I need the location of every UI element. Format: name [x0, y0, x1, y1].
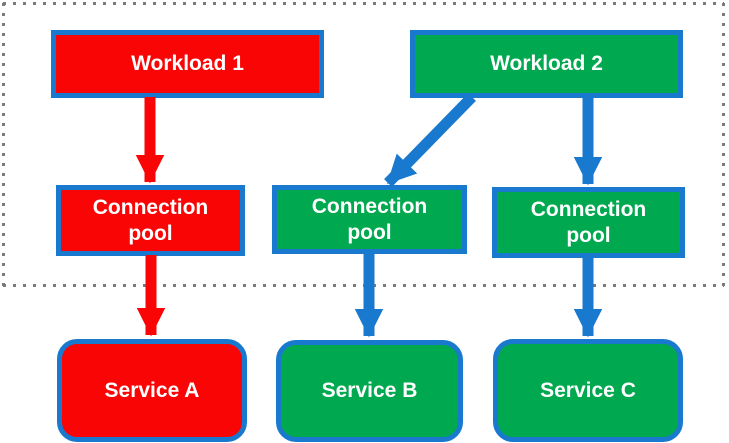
- node-connection-pool-b-label: Connection pool: [311, 194, 428, 244]
- node-service-c-label: Service C: [540, 378, 636, 402]
- node-service-b-label: Service B: [321, 379, 418, 402]
- node-connection-pool-c: Connection pool: [492, 187, 685, 258]
- node-workload-1: Workload 1: [51, 30, 324, 98]
- node-service-b: Service B: [276, 340, 463, 442]
- node-workload-1-label: Workload 1: [131, 52, 244, 75]
- trust-boundary-right-edge: [722, 3, 725, 286]
- node-service-a-label: Service A: [104, 378, 200, 402]
- node-connection-pool-a: Connection pool: [56, 185, 245, 256]
- trust-boundary-top-edge: [3, 2, 724, 5]
- node-service-a: Service A: [57, 339, 247, 442]
- node-connection-pool-b: Connection pool: [272, 185, 467, 254]
- node-connection-pool-a-label: Connection pool: [92, 195, 209, 245]
- trust-boundary-bottom-edge: [3, 284, 724, 287]
- trust-boundary-left-edge: [2, 3, 5, 286]
- node-service-c: Service C: [493, 339, 683, 442]
- node-workload-2-label: Workload 2: [490, 52, 603, 75]
- node-connection-pool-c-label: Connection pool: [530, 197, 647, 247]
- arrow-workload2-to-pool-b: [384, 93, 476, 187]
- node-workload-2: Workload 2: [410, 30, 683, 98]
